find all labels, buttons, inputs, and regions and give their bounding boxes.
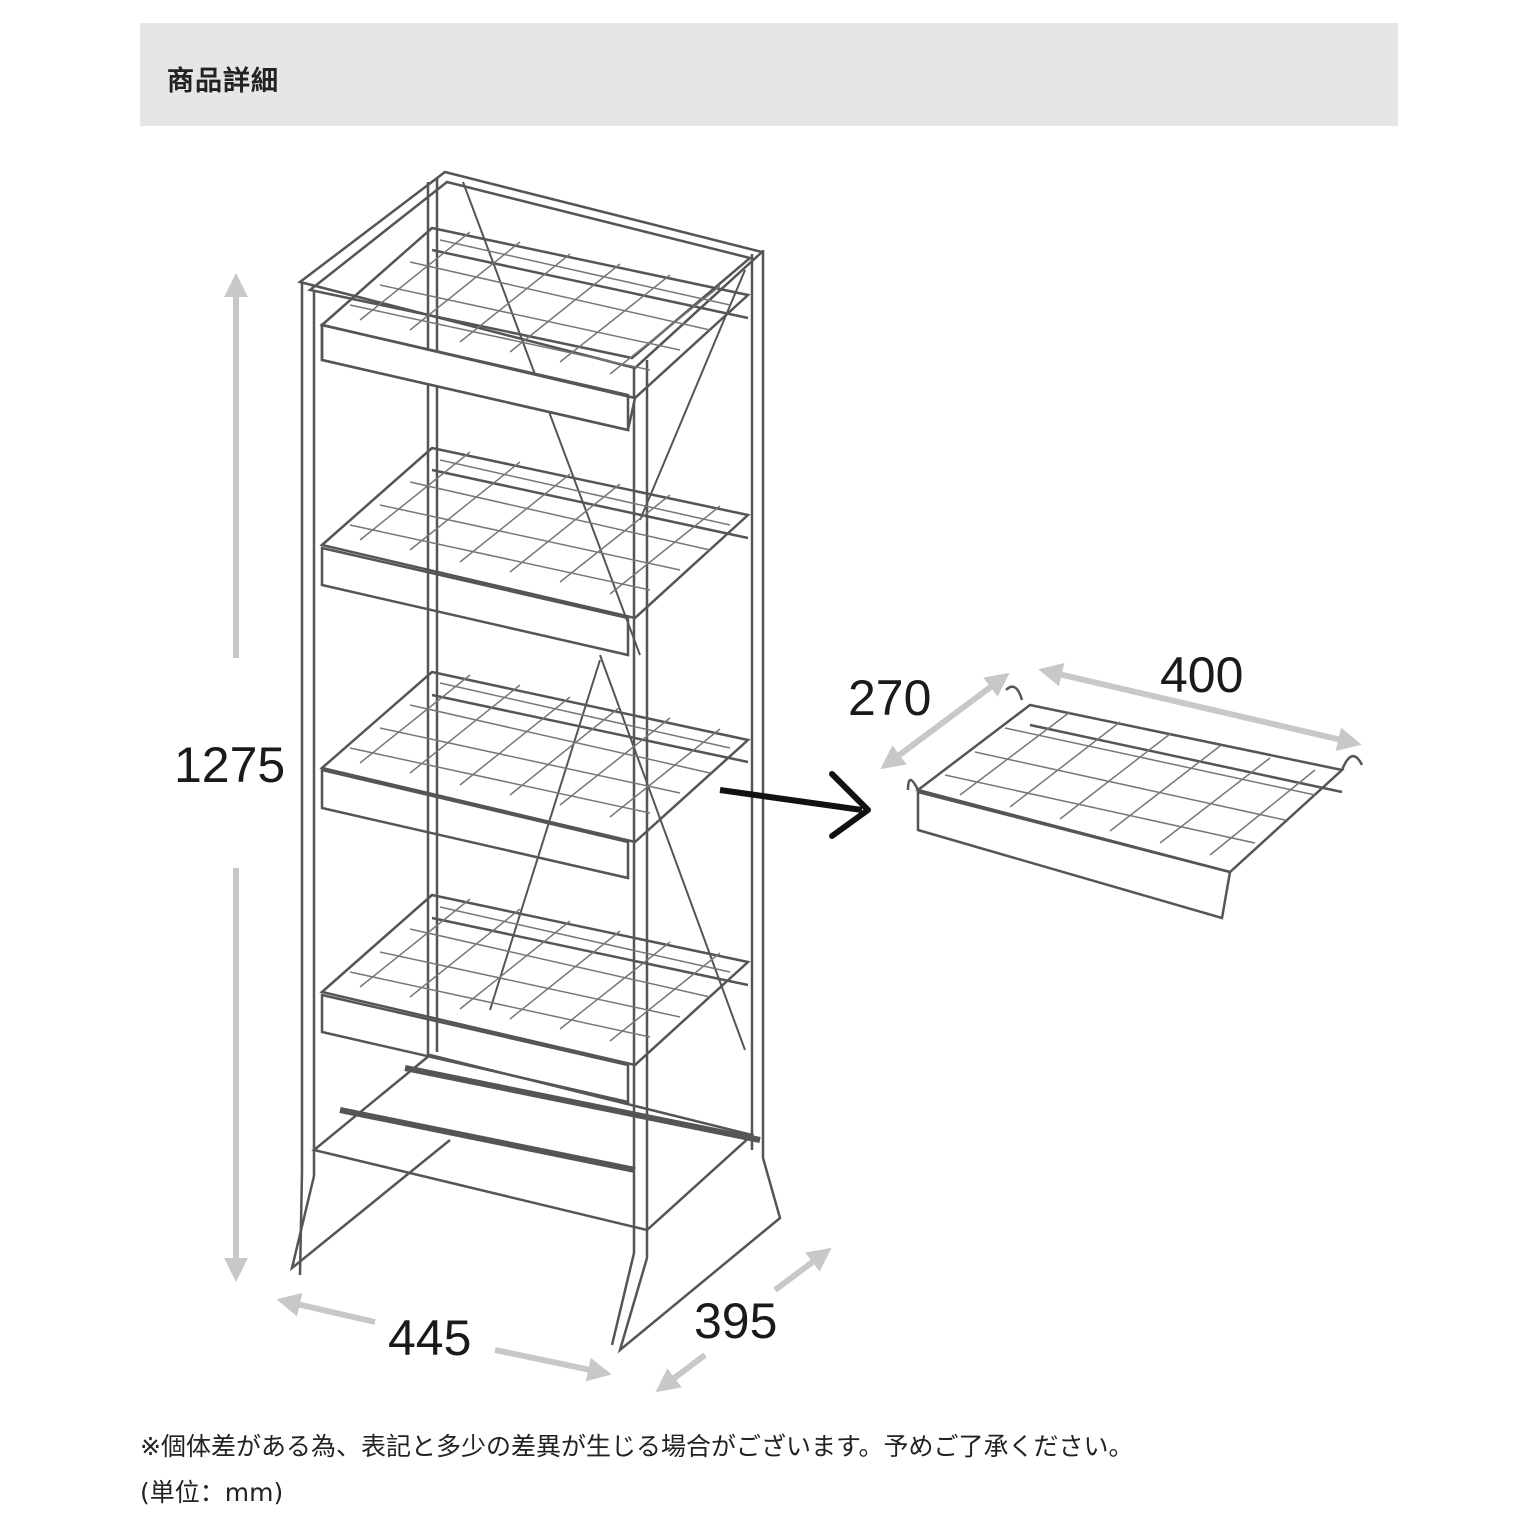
disclaimer-line: ※個体差がある為、表記と多少の差異が生じる場合がございます。予めご了承ください。 xyxy=(140,1432,1134,1461)
basket-detail-drawing xyxy=(906,685,1364,920)
shelf-basket-3 xyxy=(319,670,751,880)
depth-dimension-label: 395 xyxy=(694,1293,777,1349)
shelf-basket-1 xyxy=(319,226,751,432)
unit-note: (単位：mm) xyxy=(140,1478,284,1507)
depth-arrow-top xyxy=(773,1247,832,1293)
height-dimension-label: 1275 xyxy=(174,737,285,793)
shelf-rack-drawing xyxy=(289,170,782,1354)
depth-arrow-bottom xyxy=(655,1352,707,1393)
width-arrow-right xyxy=(494,1347,612,1382)
basket-depth-arrow xyxy=(880,672,1010,770)
header-bar: 商品詳細 xyxy=(140,23,1398,126)
width-dimension-label: 445 xyxy=(388,1310,471,1366)
basket-detail-grid xyxy=(944,711,1316,856)
width-arrow-left xyxy=(276,1292,376,1325)
disclaimer-note: ※個体差がある為、表記と多少の差異が生じる場合がございます。予めご了承ください。… xyxy=(140,1424,1133,1516)
page-title: 商品詳細 xyxy=(167,66,279,97)
dimension-arrows xyxy=(224,273,1362,1393)
basket-grid-pattern xyxy=(349,231,731,1042)
shelf-basket-4 xyxy=(319,893,751,1104)
basket-depth-dimension-label: 270 xyxy=(848,670,931,726)
basket-width-dimension-label: 400 xyxy=(1160,647,1243,703)
basket-width-arrow xyxy=(1038,663,1362,751)
pointer-arrow xyxy=(719,771,871,839)
